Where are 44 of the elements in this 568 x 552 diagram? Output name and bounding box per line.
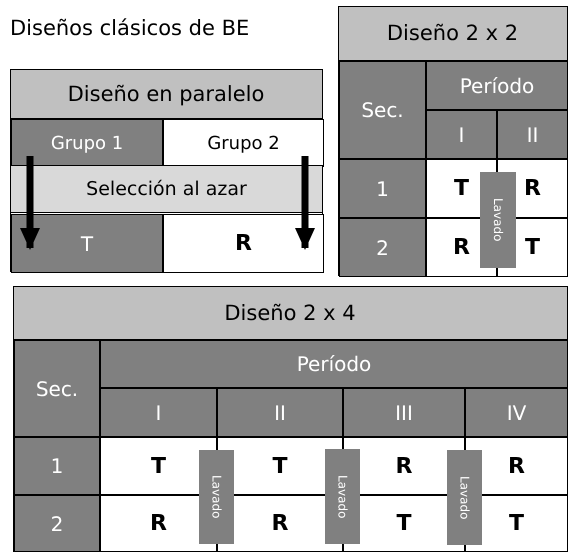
table-panel (13, 286, 568, 552)
arrow (295, 156, 315, 250)
header-cell: II (217, 388, 343, 437)
header-cell: 2 (339, 218, 426, 277)
randomization-band: Selección al azar (10, 165, 323, 213)
washout-label: Lavado (480, 172, 516, 268)
washout-label: Lavado (325, 449, 360, 544)
washout-label: Lavado (447, 450, 482, 545)
table-panel (10, 69, 323, 272)
table-heading: Diseño 2 x 4 (12, 286, 568, 340)
treatment-letter: T (524, 235, 540, 260)
arrow (20, 156, 40, 250)
table-panel (338, 6, 568, 276)
header-cell: III (343, 388, 465, 437)
header-cell: II (497, 110, 568, 159)
treatment-letter: R (524, 176, 541, 201)
group-cell: Grupo 1 (11, 119, 163, 167)
table-heading: Diseño en paralelo (10, 68, 322, 118)
header-cell: Período (426, 61, 568, 110)
header-cell: Sec. (339, 61, 426, 159)
treatment-letter: T (508, 511, 524, 536)
header-cell: T (11, 214, 163, 273)
treatment-letter: R (453, 235, 470, 260)
header-cell: IV (465, 388, 568, 437)
header-cell: 1 (14, 437, 100, 495)
treatment-letter: R (150, 511, 167, 536)
treatment-letter: T (150, 454, 166, 478)
treatment-letter: R (272, 511, 288, 536)
header-cell: 1 (339, 159, 426, 218)
treatment-letter: R (235, 231, 252, 256)
header-cell: I (426, 110, 497, 159)
header-cell: Sec. (14, 340, 100, 437)
treatment-letter: R (508, 454, 525, 478)
treatment-letter: T (272, 454, 288, 478)
washout-label: Lavado (199, 450, 234, 544)
header-cell: I (100, 388, 217, 437)
header-cell: 2 (14, 495, 100, 552)
group-cell: Grupo 2 (163, 119, 324, 167)
treatment-letter: T (454, 176, 469, 201)
treatment-letter: T (396, 511, 412, 536)
header-cell: Período (100, 340, 568, 388)
table-heading: Diseño 2 x 2 (338, 6, 568, 60)
treatment-letter: R (396, 454, 412, 478)
diagram-title: Diseños clásicos de BE (10, 16, 250, 40)
